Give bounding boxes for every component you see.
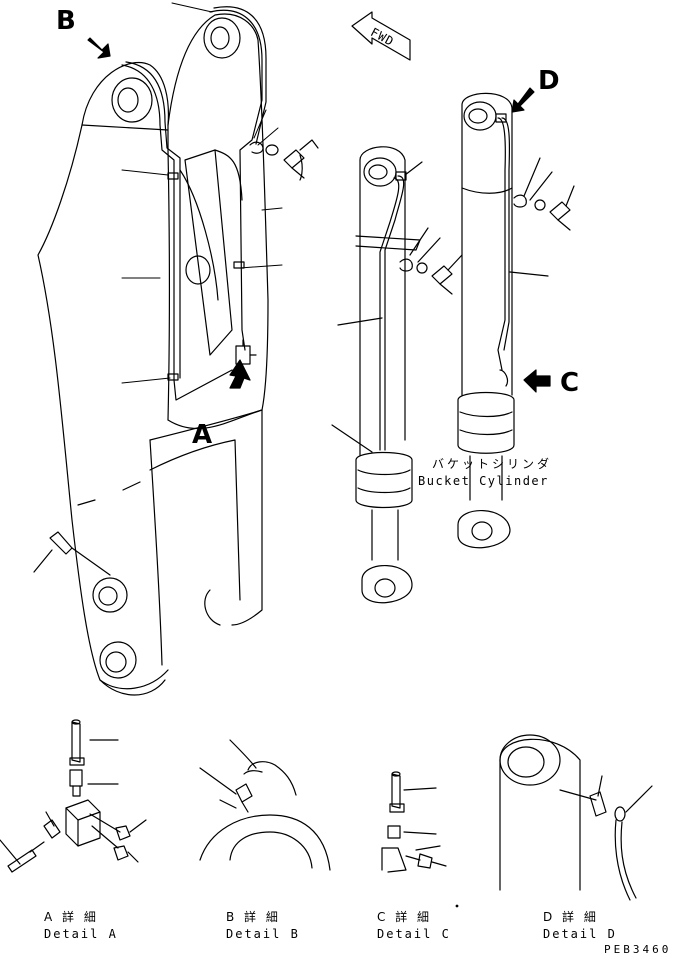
bolt-washer-arm (249, 139, 319, 181)
boom-bracket (167, 13, 269, 411)
detail-c-drawing (381, 771, 447, 873)
view-b-arrow (87, 37, 111, 59)
detail-a-en-caption: Detail A (44, 927, 118, 941)
detail-b-en-caption: Detail B (226, 927, 300, 941)
grease-piping-arm (121, 6, 267, 401)
view-c-arrow (523, 369, 551, 393)
view-a-arrow (229, 359, 251, 389)
bolt-washer-right-cyl (513, 157, 575, 231)
view-a-label: A (192, 420, 213, 450)
arm-leader-lines (121, 2, 283, 384)
detail-b-drawing (199, 739, 331, 871)
view-d-arrow (511, 87, 535, 113)
drawing-reference-code: PEB3460 (604, 943, 672, 956)
view-c-label: C (560, 368, 580, 398)
detail-a-jp-caption: A 詳 細 (44, 910, 99, 924)
bolt-washer-left-cyl (399, 227, 463, 295)
detail-b-jp-caption: B 詳 細 (226, 910, 281, 924)
detail-d-en-caption: Detail D (543, 927, 617, 941)
left-cylinder (331, 146, 423, 604)
view-d-label: D (538, 66, 560, 96)
arm-grease-fitting (33, 531, 111, 576)
detail-c-en-caption: Detail C (377, 927, 451, 941)
fwd-arrow-icon (351, 11, 411, 61)
view-b-label: B (56, 6, 76, 36)
arm-outline (37, 61, 263, 696)
bucket-cylinder-jp-label: バケットシリンダ (432, 457, 553, 471)
bucket-cylinder-en-label: Bucket Cylinder (418, 474, 549, 488)
detail-d-jp-caption: D 詳 細 (543, 910, 599, 924)
detail-d-drawing (499, 734, 653, 901)
detail-c-jp-caption: C 詳 細 (377, 910, 433, 924)
detail-a-drawing (0, 719, 147, 873)
right-cylinder (457, 92, 549, 549)
